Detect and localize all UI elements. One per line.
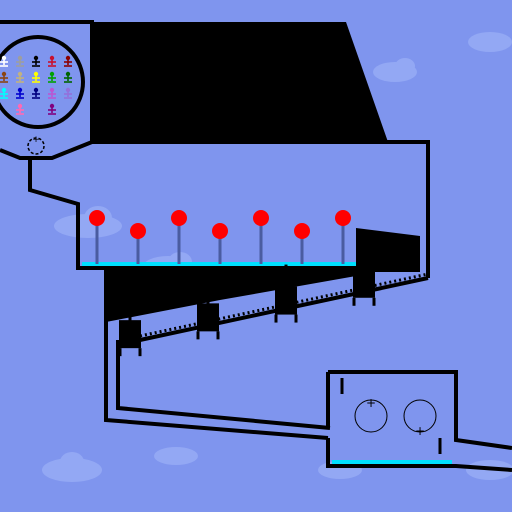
top-wall-block — [92, 22, 388, 142]
lollipop-button[interactable] — [253, 210, 269, 264]
lollipop-button[interactable] — [294, 223, 310, 264]
stomper-block — [352, 247, 376, 306]
stomper-block — [196, 281, 220, 340]
stick-figure-head — [33, 87, 39, 93]
spin-wheel[interactable] — [354, 399, 388, 433]
red-button-icon — [294, 223, 310, 239]
red-button-icon — [89, 210, 105, 226]
stick-figure-icon — [64, 87, 72, 99]
lower-launch-pad — [332, 460, 452, 464]
stick-figure-head — [49, 87, 55, 93]
stomper-block — [118, 298, 142, 357]
stick-figure-head — [17, 87, 23, 93]
stick-figure-head — [49, 103, 55, 109]
stick-figure-head — [49, 71, 55, 77]
stomper-body — [197, 303, 219, 332]
stick-figure-icon — [0, 55, 8, 67]
lollipop-button[interactable] — [130, 223, 146, 264]
stick-figure-head — [65, 71, 71, 77]
stick-figure-icon — [16, 55, 24, 67]
spin-wheel-plus-icon: + — [366, 396, 376, 410]
release-gear-plus-icon: + — [32, 135, 40, 145]
stick-figure-head — [33, 71, 39, 77]
stick-figure-head — [17, 103, 23, 109]
stick-figure-head — [33, 55, 39, 61]
stomper-row — [118, 247, 376, 357]
stick-figure-icon — [0, 87, 8, 99]
stick-figure-icon — [32, 87, 40, 99]
stick-figure-head — [65, 55, 71, 61]
red-button-icon — [253, 210, 269, 226]
stick-figure-icon — [16, 71, 24, 83]
stick-figure-head — [1, 87, 7, 93]
lollipop-button[interactable] — [212, 223, 228, 264]
stick-figure-head — [17, 71, 23, 77]
stomper-body — [119, 320, 141, 349]
red-button-icon — [130, 223, 146, 239]
upper-chamber-roof — [92, 140, 430, 278]
stick-figure-icon — [64, 55, 72, 67]
lollipop-button[interactable] — [171, 210, 187, 264]
lollipop-button[interactable] — [89, 210, 105, 264]
red-button-icon — [171, 210, 187, 226]
stick-figure-icon — [64, 71, 72, 83]
upper-chamber-left-wall — [28, 158, 356, 270]
stick-figure-head — [49, 55, 55, 61]
cloud — [154, 447, 198, 465]
stick-figure-head — [1, 55, 7, 61]
stomper-block — [274, 264, 298, 323]
stick-figure-icon — [16, 87, 24, 99]
stick-figure-head — [1, 71, 7, 77]
red-button-icon — [335, 210, 351, 226]
stick-figure-icon — [32, 55, 40, 67]
exit-room-top — [328, 370, 512, 450]
stick-figure-icon — [16, 103, 24, 115]
slope-ceiling — [106, 270, 356, 322]
stick-figure-icon — [48, 103, 56, 115]
stick-figure-icon — [48, 55, 56, 67]
cloud — [60, 452, 84, 472]
lollipop-button[interactable] — [335, 210, 351, 264]
lollipop-button-row — [89, 210, 351, 264]
red-button-icon — [212, 223, 228, 239]
cloud — [468, 32, 512, 52]
stick-figure-icon — [32, 71, 40, 83]
stick-figure-icon — [48, 87, 56, 99]
stick-figure-head — [65, 87, 71, 93]
stomper-body — [353, 269, 375, 298]
exit-room-floor — [326, 438, 512, 472]
outer-tube-left — [104, 270, 329, 440]
ramp-block — [356, 228, 420, 272]
conveyor-teeth — [139, 272, 429, 338]
spin-wheel-plus-icon: + — [415, 424, 425, 438]
hopper-housing — [0, 20, 94, 160]
stick-figure-icon — [48, 71, 56, 83]
stomper-body — [275, 286, 297, 315]
spin-wheel[interactable] — [403, 399, 437, 433]
cloud — [395, 58, 415, 74]
inner-tube — [116, 340, 331, 430]
release-gear-icon[interactable] — [27, 137, 45, 155]
character-figures — [0, 55, 72, 115]
stick-figure-icon — [0, 71, 8, 83]
stick-figure-head — [17, 55, 23, 61]
